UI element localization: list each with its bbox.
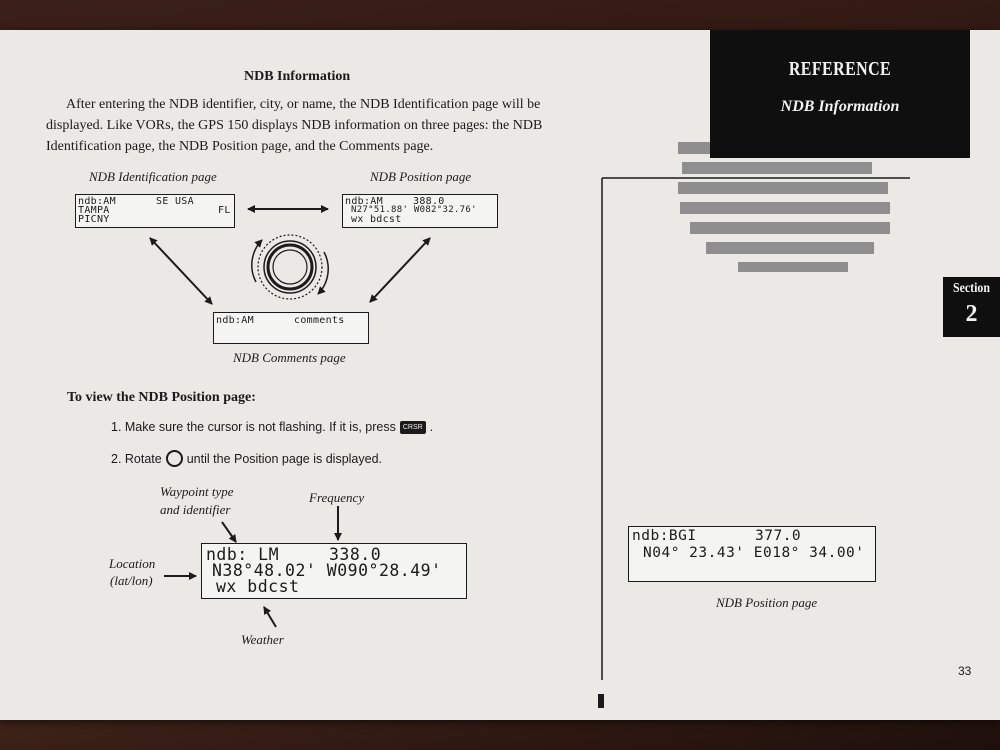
step-1: 1. Make sure the cursor is not flashing.…	[111, 420, 433, 434]
bgi-line2-latlon: N04° 23.43' E018° 34.00'	[643, 545, 865, 561]
annotated-position-screen: ndb: LM 338.0 N38°48.02' W090°28.49' wx …	[201, 543, 467, 599]
waypoint-label-line1: Waypoint type	[160, 484, 234, 499]
comments-page-caption: NDB Comments page	[233, 350, 346, 365]
procedure-heading: To view the NDB Position page:	[67, 390, 256, 405]
pos-screen-line2-latlon: N27°51.88' W082°32.76'	[351, 205, 477, 215]
waypoint-label-line2: and identifier	[160, 502, 231, 517]
annotated-line3-weather: wx bdcst	[216, 577, 300, 596]
crsr-key-icon: CRSR	[399, 420, 426, 434]
comments-page-screen: ndb:AM comments	[213, 312, 369, 344]
id-screen-line2-state: FL	[218, 205, 231, 216]
bgi-position-screen: ndb:BGI 377.0 N04° 23.43' E018° 34.00'	[628, 526, 876, 582]
double-arrow-id-comments	[149, 237, 213, 305]
id-screen-line2-city: TAMPA	[78, 205, 110, 216]
bgi-position-caption: NDB Position page	[716, 595, 818, 610]
reference-banner: REFERENCE NDB Information	[710, 30, 970, 158]
frequency-label: Frequency	[309, 490, 365, 505]
section-tab: Section 2	[943, 277, 1000, 337]
step-1-text: 1. Make sure the cursor is not flashing.…	[111, 420, 396, 434]
location-label-line2: (lat/lon)	[110, 573, 153, 588]
globe-graphic	[678, 142, 890, 272]
position-page-caption: NDB Position page	[370, 169, 472, 184]
annotated-line2-latlon: N38°48.02' W090°28.49'	[212, 561, 442, 580]
com-screen-ident: ndb:AM	[216, 315, 254, 326]
step-2: 2. Rotate until the Position page is dis…	[111, 450, 382, 467]
section-number: 2	[965, 301, 978, 327]
step-2-text-b: until the Position page is displayed.	[186, 451, 382, 466]
id-page-caption: NDB Identification page	[89, 169, 217, 184]
bgi-line1-ident: ndb:BGI	[632, 528, 697, 544]
id-screen-line3-name: PICNY	[78, 214, 110, 225]
section-word: Section	[952, 281, 991, 296]
pos-screen-line3-weather: wx bdcst	[351, 214, 402, 225]
pos-screen-line1-ident: ndb:AM	[345, 196, 383, 207]
reference-title: REFERENCE	[788, 58, 892, 80]
id-screen-line1-region: SE USA	[156, 196, 194, 207]
weather-label: Weather	[241, 632, 284, 647]
step-2-text-a: 2. Rotate	[111, 451, 162, 466]
manual-page: NDB Information After entering the NDB i…	[0, 30, 1000, 720]
position-page-screen: ndb:AM 388.0 N27°51.88' W082°32.76' wx b…	[342, 194, 498, 228]
location-label-line1: Location	[109, 556, 156, 571]
page-title: NDB Information	[244, 69, 351, 84]
pos-screen-line1-freq: 388.0	[413, 196, 445, 207]
step-1-end: .	[429, 420, 434, 434]
com-screen-label: comments	[294, 315, 345, 326]
diagram-graphics	[149, 205, 431, 628]
intro-paragraph: After entering the NDB identifier, city,…	[46, 97, 543, 154]
right-page-graphics	[598, 142, 910, 708]
double-arrow-position-comments	[369, 237, 431, 303]
annotation-arrows	[164, 506, 342, 628]
id-screen-line1-ident: ndb:AM	[78, 196, 116, 207]
bgi-line1-freq: 377.0	[755, 528, 802, 544]
knob-icon	[165, 450, 183, 467]
page-number: 33	[958, 664, 972, 678]
annotated-line1-ident: ndb: LM	[206, 545, 280, 564]
id-page-screen: ndb:AM SE USA TAMPA FL PICNY	[75, 194, 235, 228]
rotary-knob-icon	[251, 234, 329, 300]
reference-subtitle: NDB Information	[780, 98, 900, 115]
annotated-line1-freq: 338.0	[329, 545, 382, 564]
